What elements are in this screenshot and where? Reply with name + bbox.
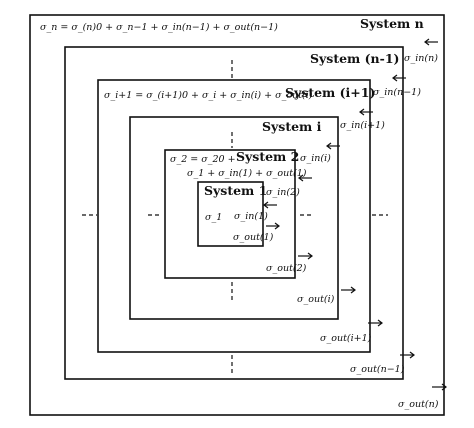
- system-n-1-box: [64, 46, 404, 380]
- arrow-in-i-plus-1: [359, 108, 373, 116]
- sigma-out-n-1-label: σ_out(n−1): [350, 364, 405, 375]
- arrow-out-n-1: [400, 351, 415, 359]
- arrow-out-n: [432, 383, 447, 391]
- system-n-title: System n: [360, 16, 424, 31]
- system-i-plus-1-equation: σ_i+1 = σ_(i+1)0 + σ_i + σ_in(i) + σ_out…: [104, 90, 313, 101]
- system-i-plus-1-title: System (i+1): [285, 85, 375, 100]
- sigma-out-i-label: σ_out(i): [297, 294, 335, 305]
- system-1-title: System 1: [204, 183, 267, 198]
- sigma-out-2-label: σ_out(2): [266, 263, 307, 274]
- arrow-out-1: [266, 222, 280, 230]
- system-i-box: [129, 116, 339, 320]
- system-n-equation: σ_n = σ_(n)0 + σ_n−1 + σ_in(n−1) + σ_out…: [40, 22, 278, 33]
- arrow-out-i: [341, 286, 356, 294]
- system-1-equation: σ_1: [205, 212, 222, 223]
- system-1-box: [197, 181, 264, 247]
- sigma-in-n-1-label: σ_in(n−1): [373, 87, 421, 98]
- system-i-plus-1-box: [97, 79, 371, 353]
- sigma-in-2-label: σ_in(2): [266, 187, 300, 198]
- system-2-equation: σ_2 = σ_20 +: [170, 154, 236, 165]
- system-2-equation-line2: σ_1 + σ_in(1) + σ_out(1): [187, 168, 307, 179]
- sigma-in-i-plus-1-label: σ_in(i+1): [340, 120, 385, 131]
- arrow-in-n-1: [392, 74, 406, 82]
- system-2-box: [164, 149, 296, 279]
- sigma-out-i-plus-1-label: σ_out(i+1): [320, 333, 372, 344]
- system-2-title: System 2: [236, 149, 299, 164]
- arrow-out-i-plus-1: [368, 319, 383, 327]
- system-n-box: [29, 14, 445, 416]
- arrow-in-i: [326, 142, 340, 150]
- arrow-out-2: [298, 252, 313, 260]
- sigma-out-1-label: σ_out(1): [233, 232, 274, 243]
- sigma-in-1-label: σ_in(1): [234, 211, 268, 222]
- sigma-in-i-label: σ_in(i): [300, 153, 331, 164]
- arrow-in-2: [298, 174, 312, 182]
- system-i-title: System i: [262, 119, 322, 134]
- sigma-out-n-label: σ_out(n): [398, 399, 439, 410]
- system-n-1-title: System (n-1): [310, 51, 399, 66]
- sigma-in-n-label: σ_in(n): [404, 53, 438, 64]
- arrow-in-1: [263, 201, 277, 209]
- arrow-in-n: [424, 38, 438, 46]
